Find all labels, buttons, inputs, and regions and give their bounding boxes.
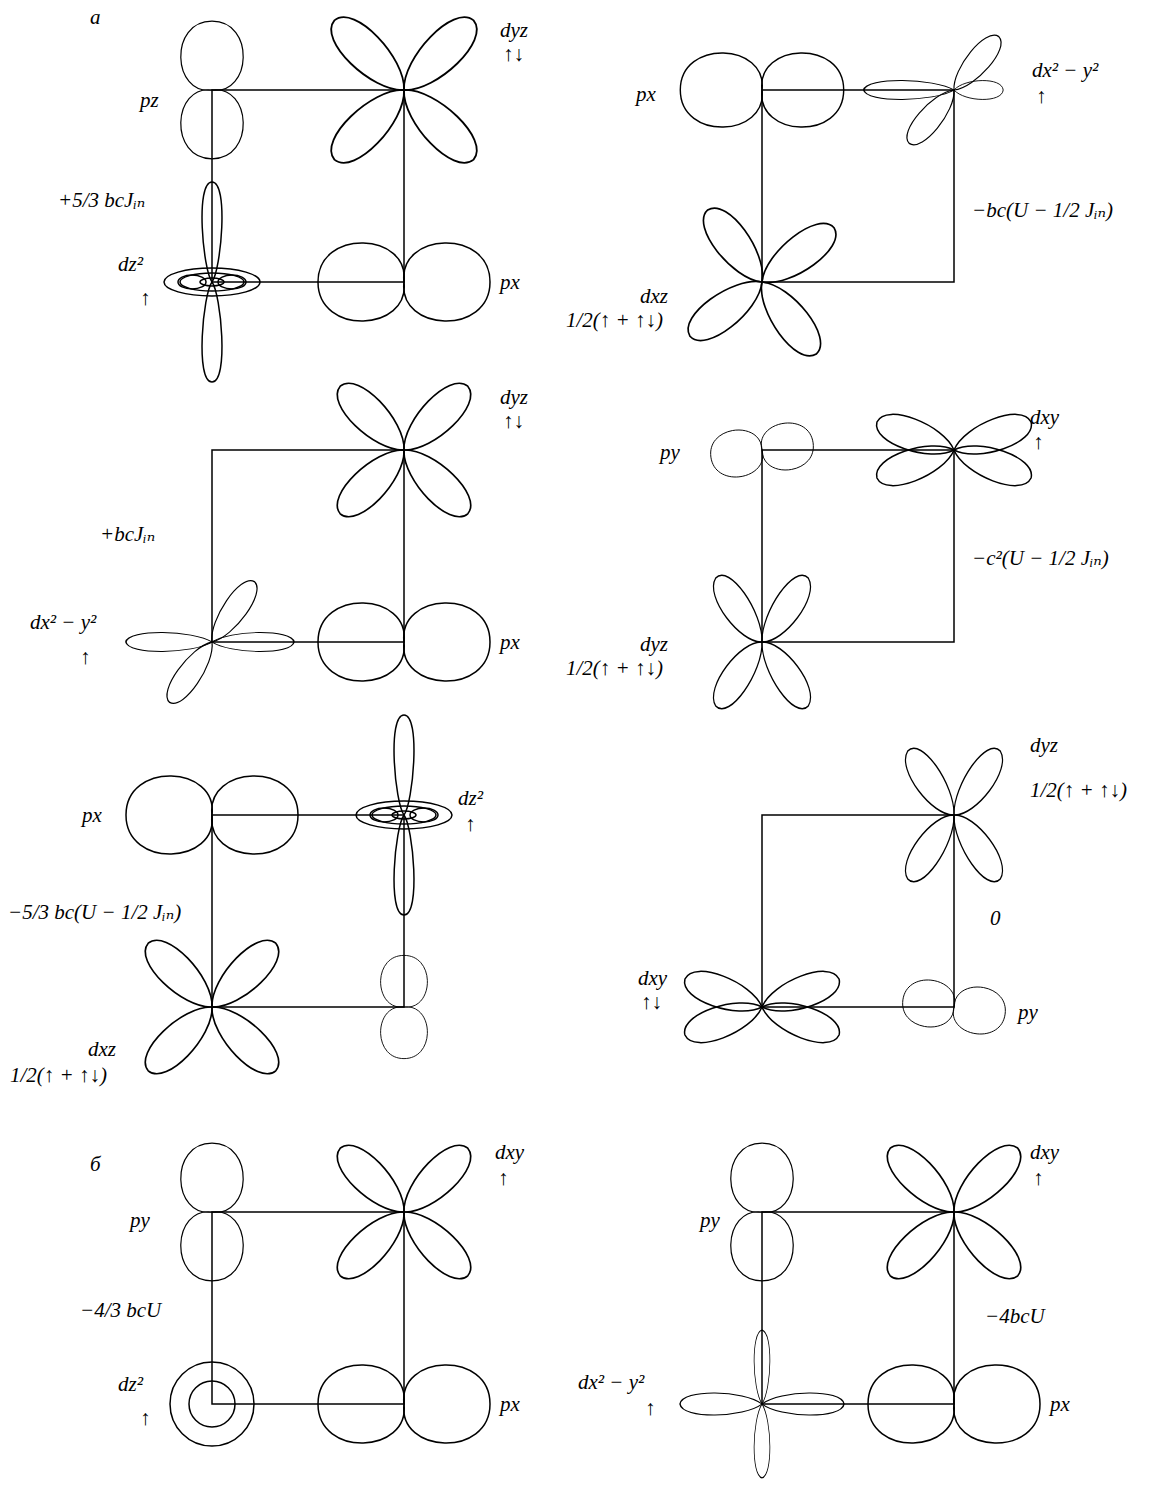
orbital-label: +5/3 bcJᵢₙ [58, 188, 145, 212]
orbital-label: dx² − y² [30, 610, 96, 634]
orbital-label: dxy [1030, 405, 1059, 429]
orbital-label: px [82, 803, 102, 827]
orbital-label: −4/3 bcU [80, 1298, 161, 1322]
orbital-label: ↑ [645, 1396, 656, 1420]
orbital-label: ↑ [1033, 430, 1044, 454]
orbital-label: px [500, 630, 520, 654]
orbital-label: −c²(U − 1/2 Jᵢₙ) [972, 546, 1109, 570]
orbital-label: ↑ [465, 812, 476, 836]
orbital-label: pz [140, 88, 159, 112]
orbital-label: px [1050, 1392, 1070, 1416]
orbital-label: 1/2(↑ + ↑↓) [566, 308, 663, 332]
orbital-label: ↑ [140, 286, 151, 310]
orbital-label: а [90, 5, 101, 29]
orbital-label: dxz [640, 284, 668, 308]
orbital-label: 0 [990, 906, 1001, 930]
orbital-label: dx² − y² [1032, 58, 1098, 82]
orbital-label: 1/2(↑ + ↑↓) [10, 1063, 107, 1087]
orbital-label: −bc(U − 1/2 Jᵢₙ) [972, 198, 1113, 222]
orbital-label: dx² − y² [578, 1370, 644, 1394]
orbital-label: ↑↓ [503, 409, 524, 433]
orbital-label: dyz [500, 385, 528, 409]
orbital-label: dz² [458, 786, 483, 810]
orbital-label: ↑↓ [641, 990, 662, 1014]
orbital-label: −5/3 bc(U − 1/2 Jᵢₙ) [8, 900, 181, 924]
orbital-label: dxy [1030, 1140, 1059, 1164]
orbital-label: px [500, 270, 520, 294]
orbital-label: 1/2(↑ + ↑↓) [566, 656, 663, 680]
orbital-label: py [1018, 1000, 1038, 1024]
orbital-label: py [700, 1208, 720, 1232]
orbital-label: б [90, 1152, 101, 1176]
orbital-label: dyz [500, 18, 528, 42]
orbital-label: ↑ [140, 1406, 151, 1430]
orbital-label: px [500, 1392, 520, 1416]
orbital-label: ↑ [1033, 1166, 1044, 1190]
orbital-label: dz² [118, 252, 143, 276]
orbital-label: dxy [638, 966, 667, 990]
orbital-label: dxz [88, 1037, 116, 1061]
orbital-label: dyz [1030, 733, 1058, 757]
orbital-label: dyz [640, 632, 668, 656]
orbital-label: −4bcU [985, 1304, 1045, 1328]
orbital-label: dxy [495, 1140, 524, 1164]
orbital-label: 1/2(↑ + ↑↓) [1030, 778, 1127, 802]
orbital-label: py [130, 1208, 150, 1232]
orbital-label: px [636, 82, 656, 106]
orbital-label: ↑ [80, 645, 91, 669]
orbital-label: ↑ [498, 1166, 509, 1190]
orbital-label: py [660, 440, 680, 464]
orbital-label: +bcJᵢₙ [100, 522, 155, 546]
orbital-label: dz² [118, 1372, 143, 1396]
orbital-label: ↑ [1036, 84, 1047, 108]
orbital-label: ↑↓ [503, 42, 524, 66]
